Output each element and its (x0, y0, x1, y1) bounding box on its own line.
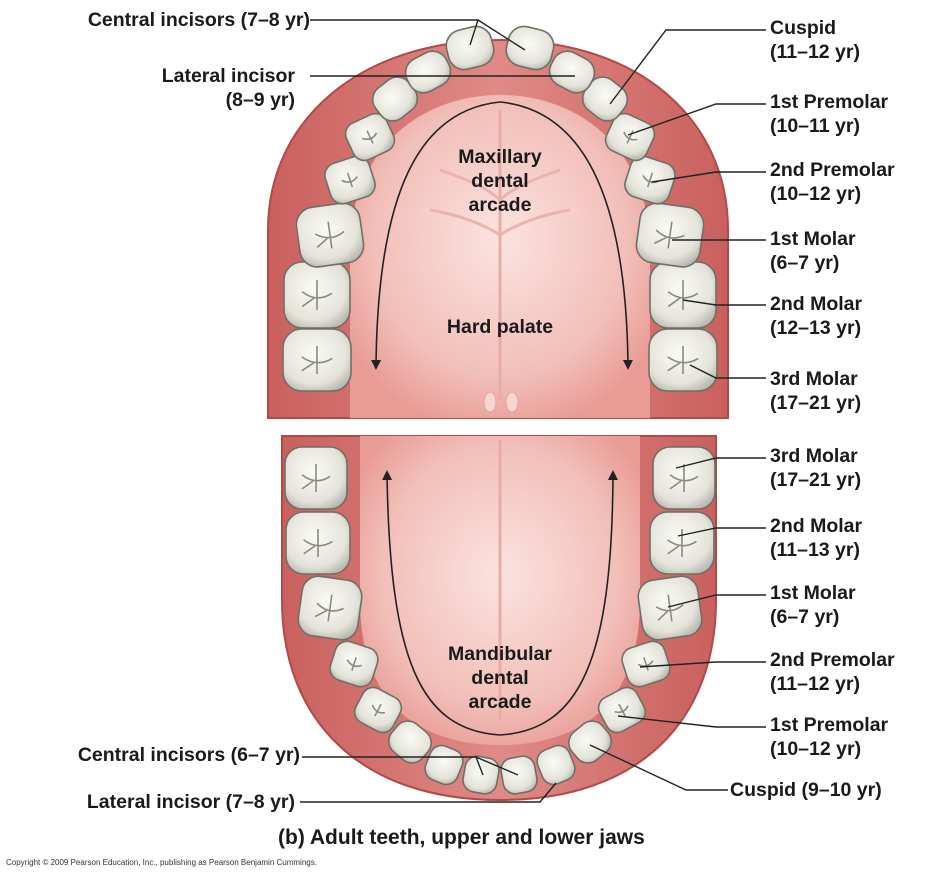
lower-2nd-premolar-right (621, 640, 671, 688)
upper-1st-premolar-label: 1st Premolar (10–11 yr) (770, 91, 889, 137)
leader-upper-2nd-premolar (651, 171, 766, 183)
leader-lower-1st-molar (667, 594, 766, 608)
upper-central-incisors-label: Central incisors (7–8 yr) (87, 9, 310, 31)
upper-2nd-premolar-label: 2nd Premolar (10–12 yr) (770, 159, 895, 205)
lower-central-incisor-left (462, 755, 500, 795)
lower-1st-molar-label: 1st Molar (6–7 yr) (770, 582, 856, 628)
figure-caption: (b) Adult teeth, upper and lower jaws (278, 826, 645, 850)
lower-cuspid-left (388, 720, 432, 764)
upper-2nd-molar-left (283, 261, 351, 329)
lower-2nd-molar-right (649, 511, 715, 575)
lower-central-incisors-label: Central incisors (6–7 yr) (77, 744, 300, 766)
lower-3rd-molar-left (284, 446, 348, 510)
leader-upper-cuspid (609, 29, 766, 105)
leader-upper-1st-premolar (627, 103, 766, 136)
upper-3rd-molar-label: 3rd Molar (17–21 yr) (770, 368, 862, 414)
lower-cuspid-right (568, 720, 612, 764)
upper-2nd-molar-label: 2nd Molar (12–13 yr) (770, 293, 863, 339)
leader-lower-cuspid (589, 744, 728, 791)
lower-1st-premolar-label: 1st Premolar (10–12 yr) (770, 714, 889, 760)
upper-arcade-arrow-left (371, 101, 501, 370)
lower-1st-molar-right (637, 575, 703, 641)
upper-cuspid-label: Cuspid (11–12 yr) (770, 17, 860, 63)
leader-lower-1st-premolar (617, 715, 766, 728)
leader-upper-2nd-molar (682, 299, 766, 306)
leader-upper-central-incisors-b (477, 19, 526, 51)
lower-cuspid-label: Cuspid (9–10 yr) (730, 779, 882, 801)
upper-arcade-arrow-right (499, 101, 633, 370)
lower-central-incisor-right (500, 755, 538, 795)
upper-central-incisor-left (445, 25, 495, 71)
upper-2nd-molar-right (649, 261, 717, 329)
lower-1st-molar-left (297, 575, 363, 641)
upper-lateral-incisor-label: Lateral incisor (8–9 yr) (161, 65, 295, 111)
leader-lower-2nd-premolar (639, 661, 766, 668)
lower-arcade-arrow-right (499, 470, 618, 736)
lower-2nd-molar-left (285, 511, 351, 575)
lower-2nd-premolar-left (329, 640, 379, 688)
upper-1st-premolar-left (344, 112, 396, 162)
leader-lower-lateral-incisor (300, 782, 557, 803)
upper-3rd-molar-right (648, 328, 718, 392)
lower-1st-premolar-left (353, 686, 403, 734)
upper-1st-molar-right (635, 202, 705, 268)
lower-arcade-arrow-left (382, 470, 501, 736)
upper-lateral-incisor-right (548, 50, 596, 94)
caption-text: Adult teeth, upper and lower jaws (309, 826, 645, 849)
mandibular-arcade-label: Mandibular dental arcade (447, 643, 552, 713)
upper-2nd-premolar-left (324, 155, 376, 205)
upper-1st-premolar-right (604, 112, 656, 162)
lower-1st-premolar-right (597, 686, 647, 734)
upper-1st-molar-left (295, 202, 365, 268)
teeth-group (282, 25, 718, 795)
lower-2nd-premolar-label: 2nd Premolar (11–12 yr) (770, 649, 895, 695)
lower-3rd-molar-label: 3rd Molar (17–21 yr) (770, 445, 862, 491)
caption-prefix: (b) (278, 826, 305, 849)
leader-upper-3rd-molar (689, 364, 766, 379)
maxillary-arcade-label: Maxillary dental arcade (458, 146, 542, 216)
lower-3rd-molar-right (652, 446, 716, 510)
copyright-notice: Copyright © 2009 Pearson Education, Inc.… (6, 858, 317, 867)
leader-lower-2nd-molar (677, 527, 766, 537)
leader-lower-central-incisors-b (475, 756, 519, 776)
leader-lines (300, 19, 766, 803)
lower-lateral-incisor-left (424, 744, 464, 786)
lower-lateral-incisor-label: Lateral incisor (7–8 yr) (86, 791, 295, 813)
lower-lateral-incisor-right (536, 744, 576, 786)
upper-3rd-molar-left (282, 328, 352, 392)
upper-central-incisor-right (505, 25, 555, 71)
lower-2nd-molar-label: 2nd Molar (11–13 yr) (770, 515, 863, 561)
hard-palate-label: Hard palate (446, 316, 554, 338)
leader-lower-3rd-molar (675, 457, 766, 469)
upper-1st-molar-label: 1st Molar (6–7 yr) (770, 228, 856, 274)
upper-lateral-incisor-left (404, 50, 452, 94)
